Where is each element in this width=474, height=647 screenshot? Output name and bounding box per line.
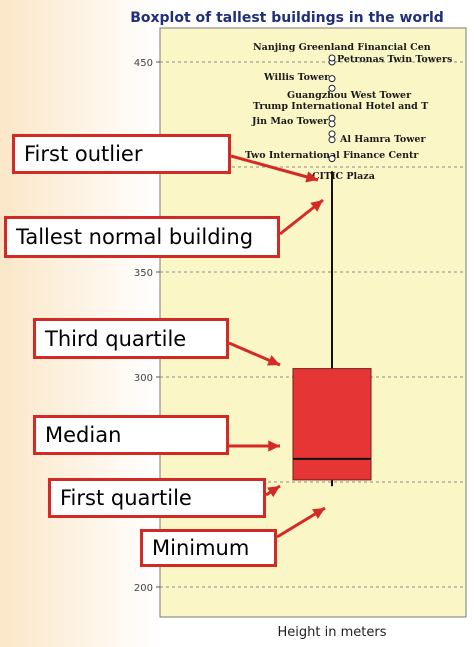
y-tick-label-300: 300 <box>134 373 153 384</box>
outlier-point-1 <box>328 54 336 62</box>
y-tick-label-450: 450 <box>134 58 153 69</box>
iqr-box <box>292 368 372 481</box>
arrowhead-first-outlier <box>305 171 318 183</box>
callout-tallest-normal-building-label: Tallest normal building <box>16 225 254 249</box>
callout-tallest-normal-building: Tallest normal building <box>4 216 280 258</box>
outlier-point-3 <box>328 84 336 92</box>
arrowhead-first-quartile <box>267 486 280 498</box>
y-tick-label-200: 200 <box>134 583 153 594</box>
callout-first-outlier: First outlier <box>12 134 231 174</box>
callout-first-quartile-label: First quartile <box>60 486 192 510</box>
callout-arrows <box>228 154 326 539</box>
callout-first-outlier-label: First outlier <box>24 142 143 166</box>
callout-third-quartile-label: Third quartile <box>45 326 187 351</box>
chart-title: Boxplot of tallest buildings in the worl… <box>130 10 444 26</box>
y-tick-label-350: 350 <box>134 268 153 279</box>
arrowhead-minimum <box>312 508 325 519</box>
outlier-label-1: Petronas Twin Towers <box>337 54 452 65</box>
callout-first-quartile: First quartile <box>48 478 266 518</box>
callout-minimum: Minimum <box>140 529 277 567</box>
callout-minimum-label: Minimum <box>152 536 250 560</box>
arrowhead-third-quartile <box>267 355 280 366</box>
callout-median-label: Median <box>45 423 122 447</box>
outlier-point-5 <box>328 120 336 128</box>
outlier-label-4: Trump International Hotel and T <box>253 101 428 112</box>
arrow-first-outlier <box>230 154 319 182</box>
outlier-label-5: Jin Mao Tower <box>251 116 329 127</box>
outlier-label-0: Nanjing Greenland Financial Cen <box>253 42 431 53</box>
callout-third-quartile: Third quartile <box>33 318 229 359</box>
arrowhead-tallest-normal <box>310 200 323 212</box>
outlier-label-6: Al Hamra Tower <box>339 134 426 145</box>
outlier-point-2 <box>328 75 336 83</box>
callout-median: Median <box>33 415 229 455</box>
x-axis-label: Height in meters <box>278 625 387 640</box>
outlier-point-4 <box>328 114 336 122</box>
outlier-label-3: Guangzhou West Tower <box>287 90 412 101</box>
outlier-label-8: CITIC Plaza <box>312 171 375 182</box>
outliers-group: Nanjing Greenland Financial CenPetronas … <box>245 42 452 182</box>
plot-area <box>159 27 467 618</box>
outlier-point-8 <box>328 155 336 163</box>
outlier-point-7 <box>328 130 336 138</box>
arrowhead-median <box>268 440 280 452</box>
outlier-label-2: Willis Tower <box>263 72 330 83</box>
outlier-point-6 <box>328 136 336 144</box>
box-group <box>292 171 372 487</box>
